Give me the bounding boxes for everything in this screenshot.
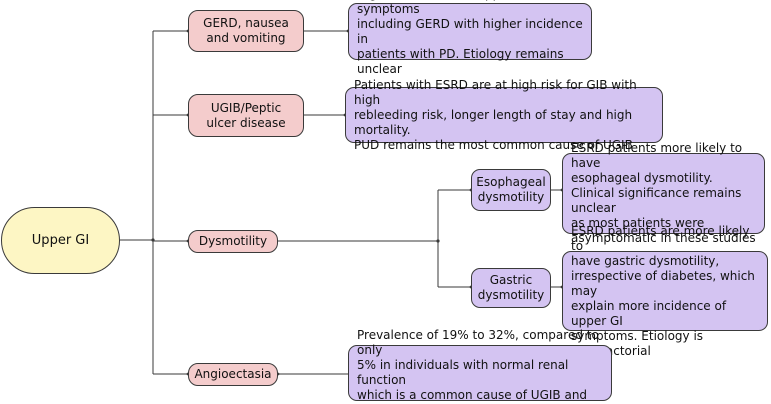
category-angioectasia: Angioectasia <box>188 363 278 386</box>
description-gastric: ESRD patients are more likely to have ga… <box>562 224 768 358</box>
junction-dot <box>436 239 440 243</box>
junction-dot <box>151 238 155 242</box>
description-text: ESRD patients more likely to have esopha… <box>571 141 756 245</box>
description-text: Patients with ESRD are at high risk for … <box>354 77 637 152</box>
description-gerd: Higher incidence of upper GI symptoms in… <box>348 0 592 76</box>
root-node: Upper GI <box>1 207 120 274</box>
category-label: Dysmotility <box>198 234 268 248</box>
category-label: UGIB/Peptic ulcer disease <box>206 100 286 130</box>
description-text: Higher incidence of upper GI symptoms in… <box>357 0 583 76</box>
category-label: Angioectasia <box>194 367 272 381</box>
subcategory-label: Esophageal dysmotility <box>476 175 546 204</box>
description-text: ESRD patients are more likely to have ga… <box>571 223 755 358</box>
subcategory-esophageal: Esophageal dysmotility <box>471 169 551 211</box>
category-gerd: GERD, nausea and vomiting <box>188 10 304 52</box>
category-label: GERD, nausea and vomiting <box>203 16 289 45</box>
category-ugib: UGIB/Peptic ulcer disease <box>188 94 304 137</box>
description-angioectasia: Prevalence of 19% to 32%, compared to on… <box>348 328 612 404</box>
description-text: Prevalence of 19% to 32%, compared to on… <box>357 328 599 404</box>
root-label: Upper GI <box>31 233 90 248</box>
category-dysmotility: Dysmotility <box>188 230 278 253</box>
subcategory-label: Gastric dysmotility <box>477 273 545 302</box>
description-esophageal: ESRD patients more likely to have esopha… <box>562 141 765 245</box>
subcategory-gastric: Gastric dysmotility <box>471 268 551 308</box>
description-ugib: Patients with ESRD are at high risk for … <box>345 78 663 152</box>
